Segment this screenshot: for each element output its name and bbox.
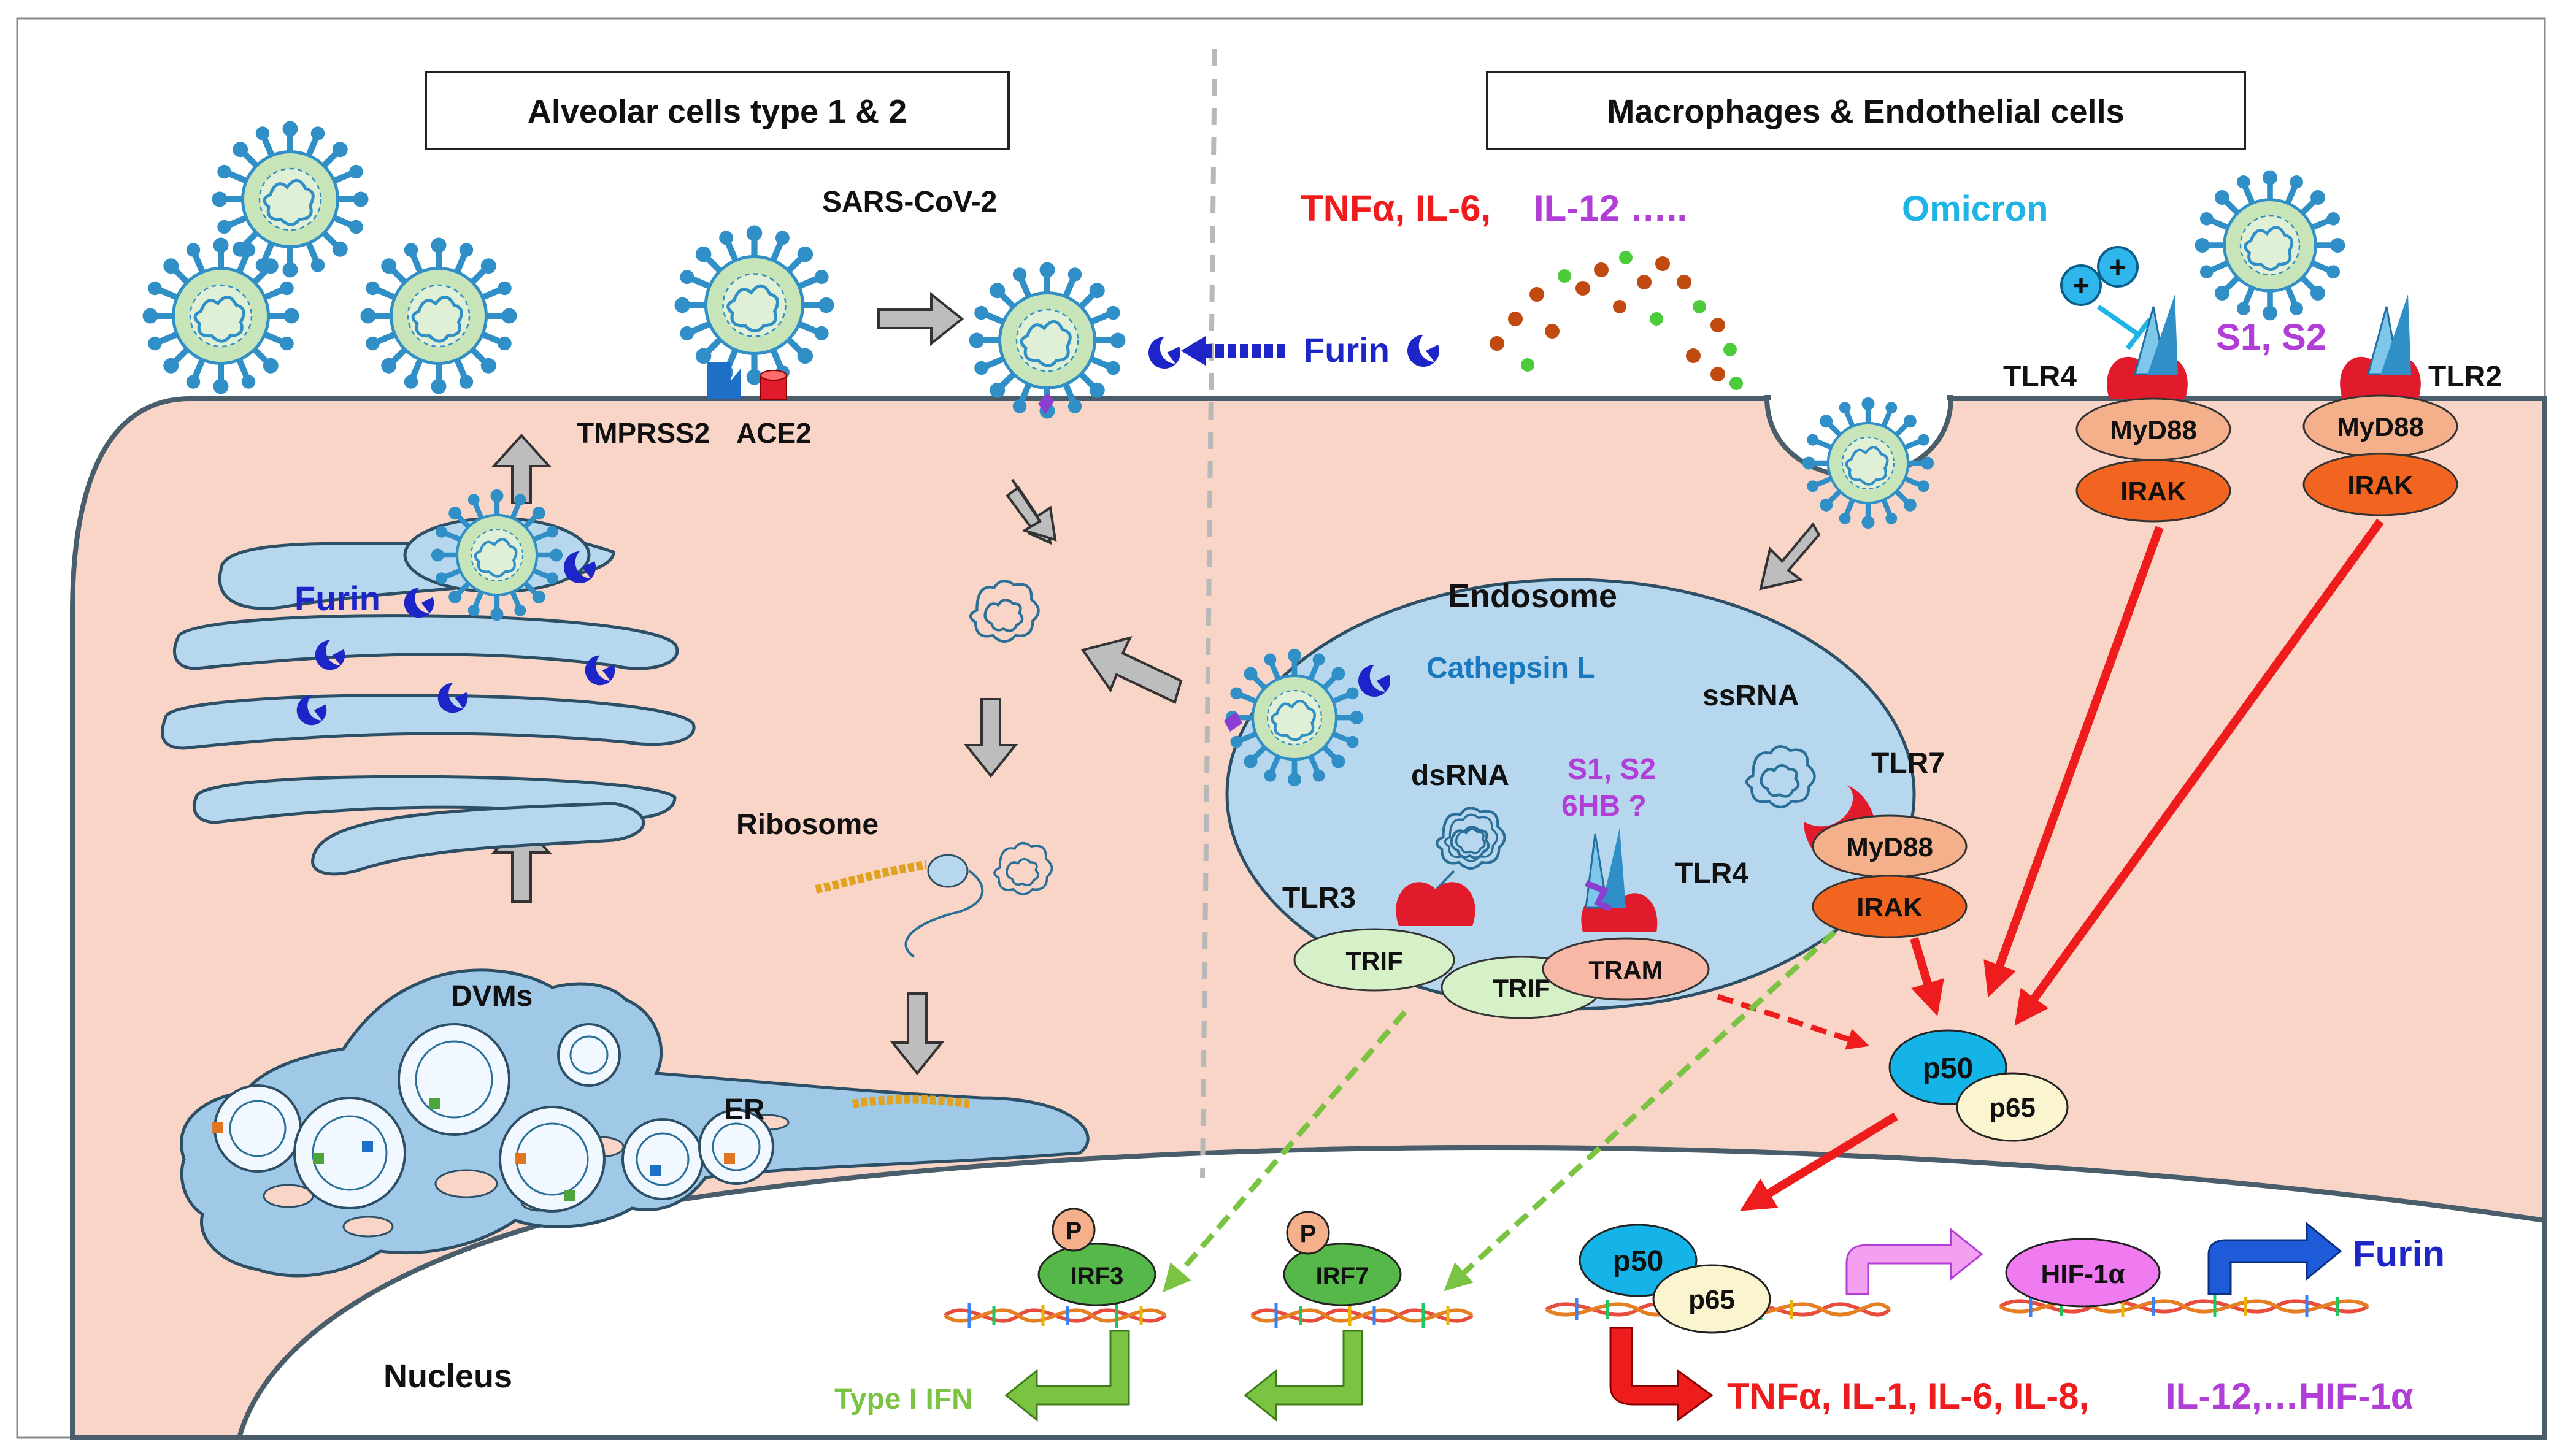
label-s1s2-top: S1, S2	[2216, 316, 2326, 358]
blue-transcription-arrow	[2207, 1221, 2342, 1295]
virus-icon	[2195, 171, 2345, 321]
label-myd88: MyD88	[1846, 832, 1933, 862]
cleaved-spike-icon	[1038, 393, 1054, 415]
label-s1s2-endo: S1, S2	[1568, 753, 1656, 786]
plus-charge-icon	[2097, 246, 2139, 288]
header-box-right	[1486, 71, 2246, 150]
label-p65: p65	[1989, 1093, 2036, 1123]
label-p50: p50	[1923, 1052, 1974, 1085]
trif-node	[1293, 928, 1455, 992]
tlr3-receptor	[1396, 882, 1475, 926]
label-er: ER	[724, 1094, 765, 1126]
inhibition-line	[2096, 304, 2140, 337]
label-trif: TRIF	[1345, 946, 1402, 975]
header-box-left	[425, 71, 1010, 150]
label-type1-ifn: Type I IFN	[834, 1383, 973, 1416]
label-ribosome: Ribosome	[736, 808, 879, 841]
label-cytokines-violet: IL-12 …..	[1534, 188, 1687, 229]
dvm-vesicles	[214, 1023, 774, 1213]
header-right: Macrophages & Endothelial cells	[1607, 93, 2124, 130]
tlr4-endosome-receptor	[1581, 828, 1658, 932]
irak-node	[2075, 459, 2231, 523]
label-irak: IRAK	[2120, 477, 2187, 507]
label-sars-cov-2: SARS-CoV-2	[822, 186, 997, 218]
er-network	[180, 968, 1090, 1278]
tlr2-surface-receptor	[2340, 294, 2421, 399]
virus-icon	[431, 489, 563, 621]
tmprss2-receptor	[707, 362, 731, 399]
irf7-node	[1283, 1243, 1402, 1306]
virus-icon	[212, 121, 369, 278]
tram-node	[1542, 937, 1710, 1001]
label-cathepsin: Cathepsin L	[1426, 652, 1595, 684]
virus-icon	[1226, 649, 1363, 786]
hif-node	[2005, 1238, 2161, 1308]
label-irf7: IRF7	[1316, 1263, 1369, 1290]
label-nucleus: Nucleus	[383, 1358, 512, 1395]
label-hif: HIF-1α	[2041, 1259, 2125, 1289]
panel-divider	[1200, 48, 1217, 1178]
nucleus	[236, 1145, 2547, 1440]
dashed-green-arrow	[1163, 1010, 1407, 1293]
green-output-arrow	[1004, 1330, 1130, 1422]
label-tlr3: TLR3	[1282, 882, 1356, 914]
label-myd88: MyD88	[2337, 412, 2424, 442]
virus-icon	[1802, 397, 1934, 529]
header-left: Alveolar cells type 1 & 2	[528, 93, 907, 130]
label-cytokines-red: TNFα, IL-6,	[1301, 188, 1491, 229]
tlr4-surface-receptor	[2107, 294, 2188, 399]
label-omicron: Omicron	[1902, 189, 2048, 229]
cytokine-particles	[1490, 251, 1743, 390]
label-tlr4-endo: TLR4	[1675, 857, 1748, 890]
pink-transcription-arrow	[1845, 1227, 1983, 1295]
dashed-red-arrow	[1717, 994, 1870, 1050]
phosphate-icon	[1286, 1211, 1330, 1255]
dna-strands	[944, 1295, 2369, 1328]
label-trif: TRIF	[1493, 974, 1550, 1003]
irak-node	[2302, 453, 2458, 516]
label-furin-out: Furin	[2353, 1233, 2445, 1274]
label-tlr7: TLR7	[1871, 747, 1945, 780]
label-phosphate: P	[1066, 1217, 1082, 1244]
label-6hb: 6HB ?	[1561, 790, 1647, 822]
svg-text:+: +	[2109, 251, 2126, 284]
label-myd88: MyD88	[2110, 415, 2197, 445]
label-tlr4-top: TLR4	[2003, 361, 2077, 393]
plus-charge-icon	[2060, 264, 2102, 306]
label-output-red: TNFα, IL-1, IL-6, IL-8,	[1727, 1376, 2089, 1417]
virus-icon	[361, 238, 517, 394]
phosphate-icon	[1052, 1208, 1096, 1252]
label-dvms: DVMs	[451, 980, 533, 1013]
label-tlr2: TLR2	[2428, 361, 2502, 393]
svg-text:+: +	[2072, 270, 2090, 302]
label-dsrna: dsRNA	[1411, 759, 1509, 792]
label-endosome: Endosome	[1448, 578, 1617, 615]
label-p50: p50	[1613, 1245, 1664, 1278]
red-output-arrow	[1609, 1327, 1714, 1422]
ribosome-icon	[927, 854, 969, 888]
label-tram: TRAM	[1588, 956, 1663, 984]
label-ssrna: ssRNA	[1702, 680, 1799, 712]
dashed-green-arrow	[1444, 930, 1837, 1292]
irf3-node	[1037, 1243, 1156, 1306]
label-phosphate: P	[1300, 1220, 1317, 1247]
label-irak: IRAK	[1856, 892, 1923, 922]
virus-icon	[674, 225, 834, 385]
green-output-arrow	[1244, 1330, 1363, 1422]
virus-icon	[143, 238, 299, 394]
p65-node	[1956, 1072, 2069, 1142]
red-signal-arrows	[1740, 518, 2384, 1211]
label-ace2: ACE2	[736, 417, 812, 449]
label-tmprss2: TMPRSS2	[577, 417, 710, 449]
label-furin-golgi: Furin	[294, 579, 380, 618]
label-p65: p65	[1688, 1285, 1735, 1315]
label-output-violet: IL-12,…HIF-1α	[2166, 1376, 2414, 1417]
irak-node	[1812, 875, 1968, 938]
label-irf3: IRF3	[1071, 1263, 1124, 1290]
p65-node	[1652, 1264, 1771, 1334]
label-irak: IRAK	[2347, 470, 2414, 500]
label-furin-top: Furin	[1304, 331, 1390, 369]
